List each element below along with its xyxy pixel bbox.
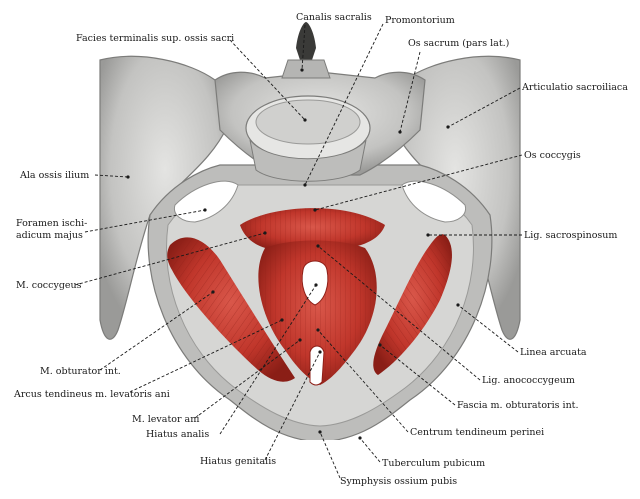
label-ala-ossis-ilium: Ala ossis ilium [20, 170, 90, 181]
label-canalis-sacralis: Canalis sacralis [296, 12, 372, 23]
label-os-sacrum: Os sacrum (pars lat.) [408, 38, 510, 49]
label-m-levator-ani: M. levator ani [132, 414, 200, 425]
label-lig-anococcygeum: Lig. anococcygeum [482, 375, 575, 386]
label-m-coccygeus: M. coccygeus [16, 280, 82, 291]
marker-points [126, 68, 460, 440]
label-os-coccygis: Os coccygis [524, 150, 581, 161]
label-promontorium: Promontorium [385, 15, 455, 26]
left-foramen [173, 180, 239, 223]
label-centrum-tendineum: Centrum tendineum perinei [410, 427, 545, 438]
label-lig-sacrospinosum: Lig. sacrospinosum [524, 230, 618, 241]
label-hiatus-analis: Hiatus analis [146, 429, 210, 440]
label-arcus-tendineus: Arcus tendineus m. levatoris ani [14, 389, 170, 400]
label-symphysis: Symphysis ossium pubis [340, 476, 458, 487]
hiatus-genitalis-opening [309, 345, 325, 386]
label-foramen-line2: adicum majus [16, 230, 83, 241]
label-foramen-line1: Foramen ischi- [16, 218, 88, 229]
label-m-obturator-int: M. obturator int. [40, 366, 121, 377]
label-tuberculum-pubicum: Tuberculum pubicum [382, 458, 486, 469]
hiatus-analis-opening [301, 260, 329, 306]
leader-lines [74, 23, 523, 479]
label-fascia-obturatoris: Fascia m. obturatoris int. [457, 400, 579, 411]
pubic-arch-opening [280, 440, 360, 482]
label-hiatus-genitalis: Hiatus genitalis [200, 456, 277, 467]
right-foramen [401, 180, 467, 223]
label-articulatio-sacroiliaca: Articulatio sacroiliaca [522, 82, 628, 93]
label-facies-terminalis: Facies terminalis sup. ossis sacri [76, 33, 235, 44]
sacral-canal [296, 22, 316, 60]
label-linea-arcuata: Linea arcuata [520, 347, 587, 358]
